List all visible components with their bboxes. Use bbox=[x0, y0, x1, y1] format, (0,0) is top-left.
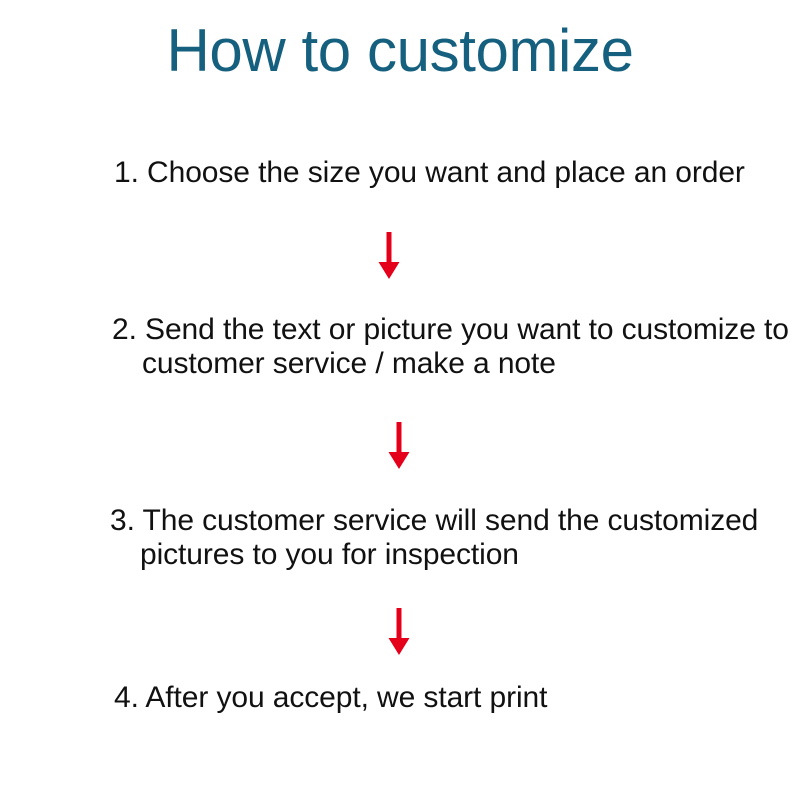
arrow-down-icon-2 bbox=[386, 422, 412, 470]
step-3-line-2: pictures to you for inspection bbox=[140, 538, 519, 571]
page-title: How to customize bbox=[166, 17, 634, 84]
step-item-2: 2. Send the text or picture you want to … bbox=[112, 313, 789, 381]
arrow-down-icon-3 bbox=[386, 608, 412, 656]
step-4-line-1: 4. After you accept, we start print bbox=[114, 681, 548, 714]
step-3-line-1: 3. The customer service will send the cu… bbox=[110, 504, 759, 537]
arrow-down-icon-1 bbox=[376, 232, 402, 280]
step-1-line-1: 1. Choose the size you want and place an… bbox=[114, 156, 745, 189]
step-item-3: 3. The customer service will send the cu… bbox=[110, 504, 758, 572]
step-2-line-1: 2. Send the text or picture you want to … bbox=[112, 313, 789, 346]
step-2-line-2: customer service / make a note bbox=[142, 347, 556, 380]
step-item-1: 1. Choose the size you want and place an… bbox=[114, 156, 745, 190]
step-item-4: 4. After you accept, we start print bbox=[114, 681, 547, 715]
